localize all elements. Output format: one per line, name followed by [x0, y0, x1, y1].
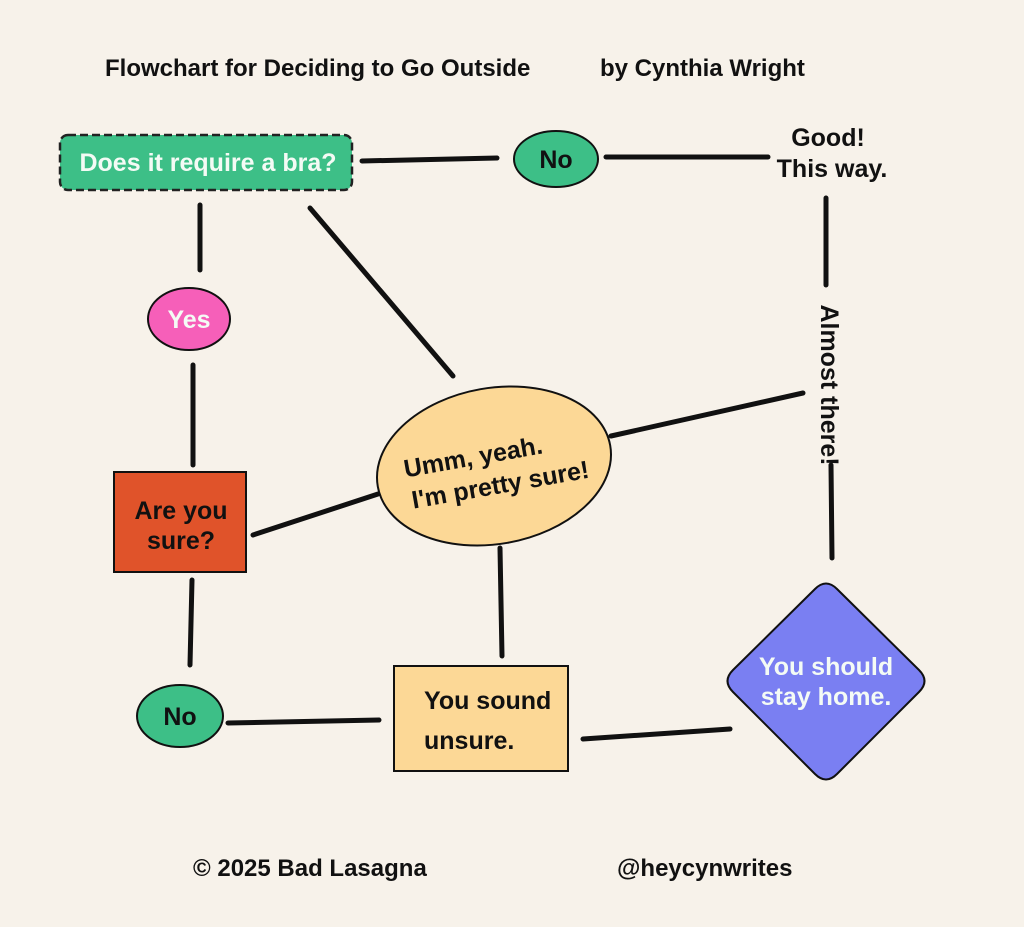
footer-copyright: © 2025 Bad Lasagna	[193, 855, 427, 882]
footer-handle: @heycynwrites	[617, 855, 792, 882]
good-line1: Good!	[791, 124, 865, 152]
connector	[307, 205, 456, 379]
connector	[580, 726, 733, 742]
node-start: Does it require a bra?	[58, 133, 354, 192]
stay-home-line1: You should	[759, 653, 893, 681]
connector	[828, 462, 835, 561]
node-stay-home: You should stay home.	[726, 582, 926, 781]
node-unsure: You sound unsure.	[393, 665, 569, 772]
connector	[359, 155, 500, 164]
chart-title: Flowchart for Deciding to Go Outside	[105, 55, 530, 82]
unsure-line2: unsure.	[424, 727, 514, 755]
node-no-top-label: No	[539, 146, 572, 174]
are-you-sure-line2: sure?	[147, 527, 215, 555]
node-umm: Umm, yeah. I'm pretty sure!	[376, 385, 612, 547]
stay-home-line2: stay home.	[761, 683, 892, 711]
connectors	[187, 154, 835, 742]
node-good: Good! This way.	[777, 124, 888, 183]
good-line2: This way.	[777, 155, 888, 183]
connector	[225, 717, 382, 726]
almost-there-label: Almost there!	[815, 304, 843, 465]
node-yes-label: Yes	[167, 306, 210, 334]
node-no-bottom-label: No	[163, 703, 196, 731]
chart-author: by Cynthia Wright	[600, 55, 805, 82]
are-you-sure-line1: Are you	[134, 497, 227, 525]
connector	[608, 390, 806, 439]
node-are-you-sure: Are you sure?	[113, 471, 247, 573]
unsure-line1: You sound	[424, 687, 551, 715]
node-no-bottom: No	[136, 684, 224, 748]
connector	[497, 545, 505, 659]
node-yes: Yes	[147, 287, 231, 351]
connector	[250, 491, 381, 538]
node-no-top: No	[513, 130, 599, 188]
node-start-label: Does it require a bra?	[79, 149, 336, 177]
connector	[187, 577, 195, 668]
